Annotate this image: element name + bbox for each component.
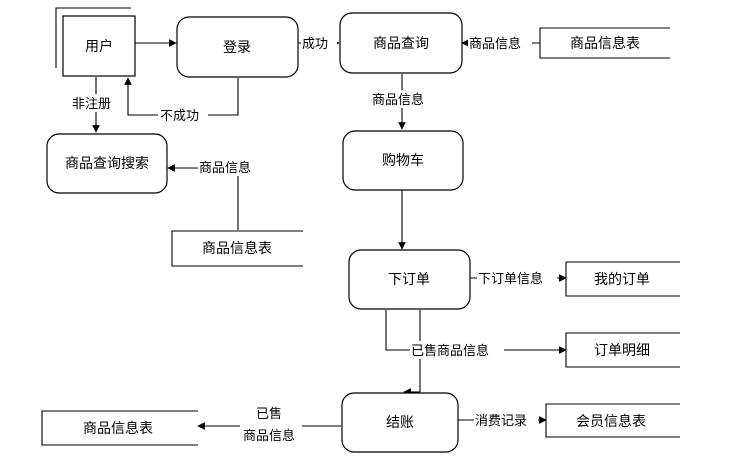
order-detail-label: 订单明细	[594, 343, 650, 359]
shopping-cart-process	[342, 130, 464, 191]
product-table-bottom-label: 商品信息表	[83, 420, 153, 437]
flow-label-table-to-search: 商品信息	[199, 160, 251, 176]
flow-label-not-registered: 非注册	[72, 97, 111, 112]
flow-label-query-to-cart: 商品信息	[372, 92, 424, 108]
checkout-process	[341, 392, 459, 453]
flow-label-login-success: 成功	[302, 37, 328, 52]
flow-label-consume-record: 消费记录	[475, 414, 527, 429]
flow-label-table-to-query: 商品信息	[469, 36, 521, 52]
nodes: 用户 登录 商品查询 商品信息表 商品查询搜索 商品信息表 购物车 下订单 我的…	[41, 7, 680, 453]
flow-order-to-detail	[385, 310, 567, 354]
user-entity	[62, 15, 136, 77]
member-table-store	[545, 403, 680, 438]
flow-label-order-info: 下订单信息	[478, 271, 543, 287]
flow-label-sold-line1: 已售	[256, 406, 282, 422]
place-order-label: 下订单	[388, 272, 430, 288]
product-search-process	[46, 133, 168, 194]
product-query-process	[339, 12, 463, 74]
flow-label-login-fail: 不成功	[160, 109, 199, 124]
login-label: 登录	[223, 40, 251, 56]
flow-table-to-search	[167, 164, 239, 230]
product-query-label: 商品查询	[373, 36, 429, 52]
user-label: 用户	[85, 38, 113, 55]
shopping-cart-label: 购物车	[382, 152, 424, 169]
flow-label-sold-product-info: 已售商品信息	[411, 343, 489, 359]
flow-label-sold-line2: 商品信息	[243, 428, 295, 444]
user-entity-corner	[55, 7, 131, 68]
product-search-label: 商品查询搜索	[65, 155, 149, 172]
login-process	[176, 16, 299, 78]
product-table-top-store	[539, 27, 670, 59]
my-orders-store	[565, 261, 680, 297]
order-detail-store	[565, 332, 680, 368]
product-table-top-label: 商品信息表	[570, 35, 640, 52]
product-table-left-label: 商品信息表	[202, 240, 272, 257]
flow-labels: 成功 不成功 非注册 商品信息 商品信息 商品信息 下订单信息 已售商品信息 已…	[70, 34, 557, 444]
place-order-process	[348, 249, 471, 310]
product-table-left-store	[171, 230, 303, 267]
checkout-label: 结账	[386, 415, 414, 431]
product-table-bottom-store	[41, 410, 198, 446]
my-orders-label: 我的订单	[594, 272, 650, 288]
connectors	[92, 39, 567, 430]
member-table-label: 会员信息表	[576, 413, 646, 430]
